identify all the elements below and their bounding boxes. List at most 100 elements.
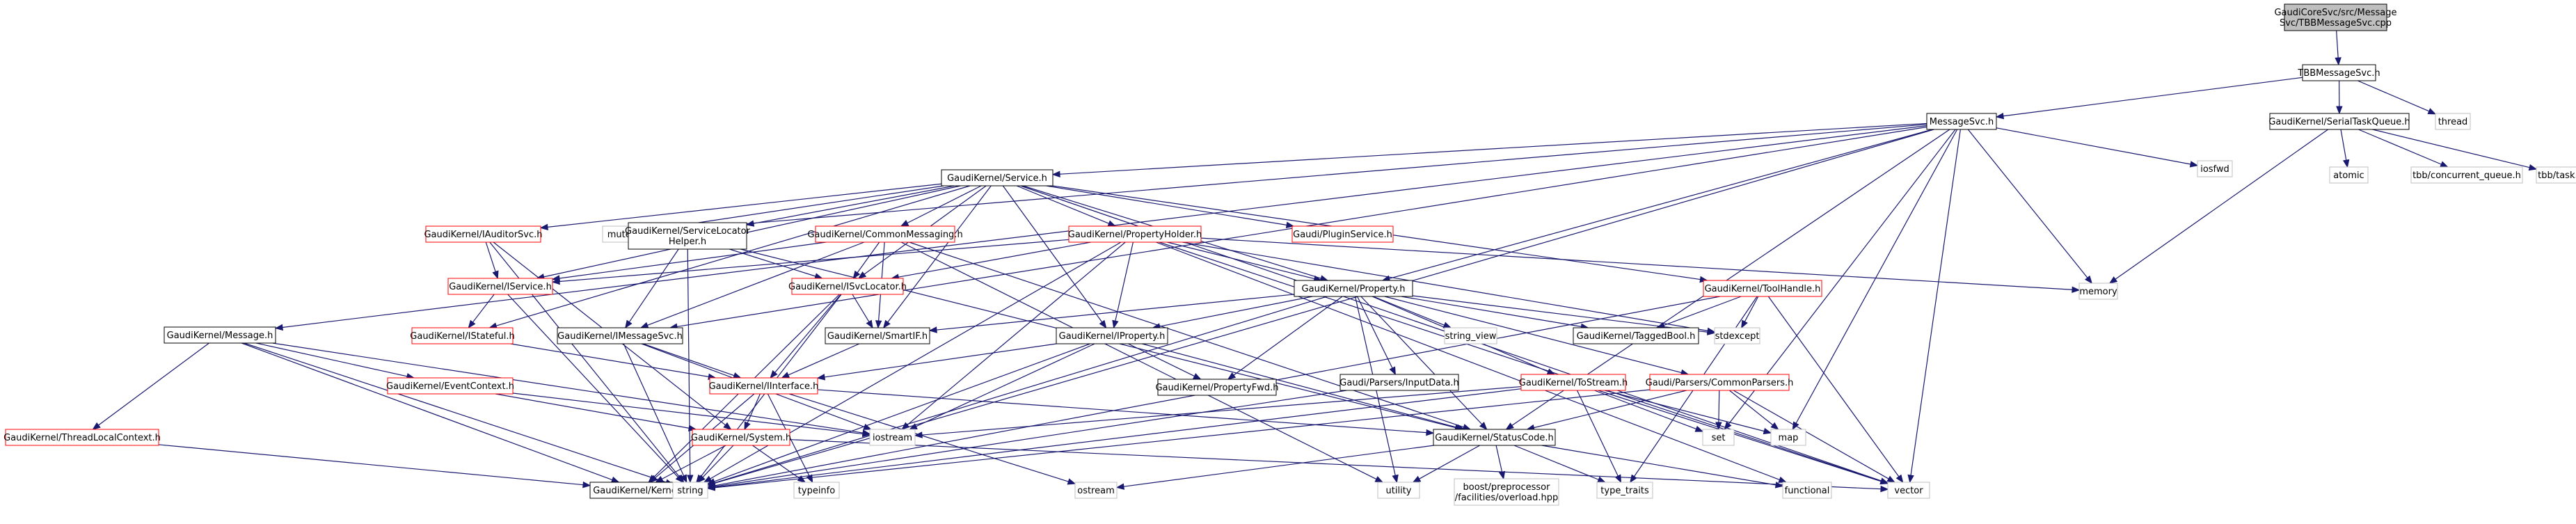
node-iosfwd: iosfwd xyxy=(2197,160,2233,177)
node-box xyxy=(447,278,553,295)
node-tbbtask: tbb/task.h xyxy=(2536,166,2576,184)
edge-service-to-commonmessaging xyxy=(900,185,982,227)
edge-line xyxy=(1663,296,1742,326)
node-label: Svc/TBBMessageSvc.cpp xyxy=(2280,18,2392,29)
node-eventcontext[interactable]: GaudiKernel/EventContext.h xyxy=(386,377,514,395)
node-tostream[interactable]: GaudiKernel/ToStream.h xyxy=(1519,374,1628,391)
node-taggedbool[interactable]: GaudiKernel/TaggedBool.h xyxy=(1573,327,1699,344)
node-commonparsers[interactable]: Gaudi/Parsers/CommonParsers.h xyxy=(1646,374,1794,391)
edge-servicelocator-to-imessagesvc xyxy=(625,248,679,329)
node-istateful[interactable]: GaudiKernel/IStateful.h xyxy=(410,327,515,344)
node-property[interactable]: GaudiKernel/Property.h xyxy=(1294,280,1413,297)
edge-msgsvc-to-service xyxy=(1051,122,1927,177)
node-box xyxy=(2435,113,2471,130)
node-label: GaudiKernel/Service.h xyxy=(947,173,1047,184)
edge-arrowhead xyxy=(1285,221,1295,228)
node-isvclocator[interactable]: GaudiKernel/ISvcLocator.h xyxy=(788,278,907,295)
node-typetraits: type_traits xyxy=(1596,482,1653,499)
edge-line xyxy=(2340,129,2347,161)
edge-line xyxy=(714,296,1328,484)
node-box xyxy=(557,327,683,344)
edge-line xyxy=(1767,296,1900,477)
edge-arrowhead xyxy=(551,278,560,285)
edge-line xyxy=(1996,127,2191,165)
edge-arrowhead xyxy=(539,223,548,231)
node-toolhandle[interactable]: GaudiKernel/ToolHandle.h xyxy=(1703,280,1822,297)
edge-line xyxy=(898,241,1091,278)
edge-line xyxy=(647,124,1927,232)
node-threadlocal[interactable]: GaudiKernel/ThreadLocalContext.h xyxy=(3,429,161,446)
edge-line xyxy=(642,343,735,376)
edge-arrowhead xyxy=(1392,474,1399,484)
edge-line xyxy=(1967,129,2088,278)
node-label: utility xyxy=(1386,486,1412,496)
node-box xyxy=(1444,327,1497,344)
node-propertyfwd[interactable]: GaudiKernel/PropertyFwd.h xyxy=(1155,379,1279,396)
edge-msgsvc-to-property xyxy=(1381,129,1933,282)
edge-iproperty-to-string xyxy=(706,343,1090,485)
node-label: Helper.h xyxy=(669,237,706,247)
node-iinterface[interactable]: GaudiKernel/IInterface.h xyxy=(709,377,819,395)
edge-line xyxy=(702,445,734,478)
node-system[interactable]: GaudiKernel/System.h xyxy=(691,429,791,446)
edge-line xyxy=(1360,296,1483,425)
edges-layer xyxy=(92,30,2538,493)
edge-arrowhead xyxy=(770,370,778,379)
edge-line xyxy=(789,439,1882,490)
edge-root-to-tbbmsgsvc xyxy=(2335,30,2342,66)
node-iauditorsvc[interactable]: GaudiKernel/IAuditorSvc.h xyxy=(424,225,543,243)
node-memory: memory xyxy=(2078,283,2118,300)
node-iservice[interactable]: GaudiKernel/IService.h xyxy=(447,278,553,295)
node-root[interactable]: GaudiCoreSvc/src/MessageSvc/TBBMessageSv… xyxy=(2274,3,2397,31)
edge-line xyxy=(1128,343,1195,377)
edge-line xyxy=(1159,296,1313,327)
edge-line xyxy=(921,386,1522,436)
edge-line xyxy=(510,343,709,377)
edge-arrowhead xyxy=(863,423,872,430)
edge-arrowhead xyxy=(687,475,694,484)
edge-line xyxy=(1002,185,1103,323)
edge-arrowhead xyxy=(733,372,742,379)
node-kernel[interactable]: GaudiKernel/Kernel.h xyxy=(589,482,692,499)
node-message[interactable]: GaudiKernel/Message.h xyxy=(164,326,276,344)
edge-line xyxy=(1795,129,1958,424)
edge-arrowhead xyxy=(468,319,476,329)
node-box xyxy=(2536,166,2576,184)
node-propertyholder[interactable]: GaudiKernel/PropertyHolder.h xyxy=(1068,225,1202,243)
node-label: GaudiKernel/ISvcLocator.h xyxy=(788,282,907,292)
edge-line xyxy=(788,393,1069,482)
node-label: Gaudi/Parsers/InputData.h xyxy=(1339,378,1458,388)
node-tbbmsgsvc[interactable]: TBBMessageSvc.h xyxy=(2297,64,2380,81)
node-label: GaudiKernel/CommonMessaging.h xyxy=(807,230,962,240)
node-label: iostream xyxy=(873,433,912,443)
node-commonmessaging[interactable]: GaudiKernel/CommonMessaging.h xyxy=(807,225,963,243)
edge-arrowhead xyxy=(1051,170,1060,177)
node-typeinfo: typeinfo xyxy=(793,482,840,499)
node-smartif[interactable]: GaudiKernel/SmartIF.h xyxy=(825,327,930,344)
edge-propertyholder-to-iservice xyxy=(551,239,1070,285)
edge-system-to-typeinfo xyxy=(752,445,806,483)
edge-line xyxy=(628,248,679,323)
node-service[interactable]: GaudiKernel/Service.h xyxy=(941,169,1054,186)
node-pluginservice[interactable]: Gaudi/PluginService.h xyxy=(1291,225,1394,243)
edge-line xyxy=(1419,445,1480,479)
node-iostream: iostream xyxy=(869,429,916,446)
node-statuscode[interactable]: GaudiKernel/StatusCode.h xyxy=(1433,429,1556,446)
node-label: iosfwd xyxy=(2200,164,2229,175)
edge-arrowhead xyxy=(900,220,909,227)
edge-eventcontext-to-iostream xyxy=(512,392,871,438)
node-label: /facilities/overload.hpp xyxy=(1455,493,1558,503)
edge-propertyholder-to-isvclocator xyxy=(891,241,1091,280)
node-serialtaskqueue[interactable]: GaudiKernel/SerialTaskQueue.h xyxy=(2268,113,2410,130)
edge-msgsvc-to-mutex xyxy=(639,124,1927,236)
node-inputdata[interactable]: Gaudi/Parsers/InputData.h xyxy=(1339,374,1459,391)
node-iproperty[interactable]: GaudiKernel/IProperty.h xyxy=(1056,327,1168,344)
node-imessagesvc[interactable]: GaudiKernel/IMessageSvc.h xyxy=(557,327,683,344)
edge-arrowhead xyxy=(745,220,755,227)
edge-property-to-stdexcept xyxy=(1412,295,1716,335)
edge-commonparsers-to-string xyxy=(706,389,1651,491)
edge-line xyxy=(1142,343,1458,429)
node-msgsvc[interactable]: MessageSvc.h xyxy=(1926,113,1997,130)
